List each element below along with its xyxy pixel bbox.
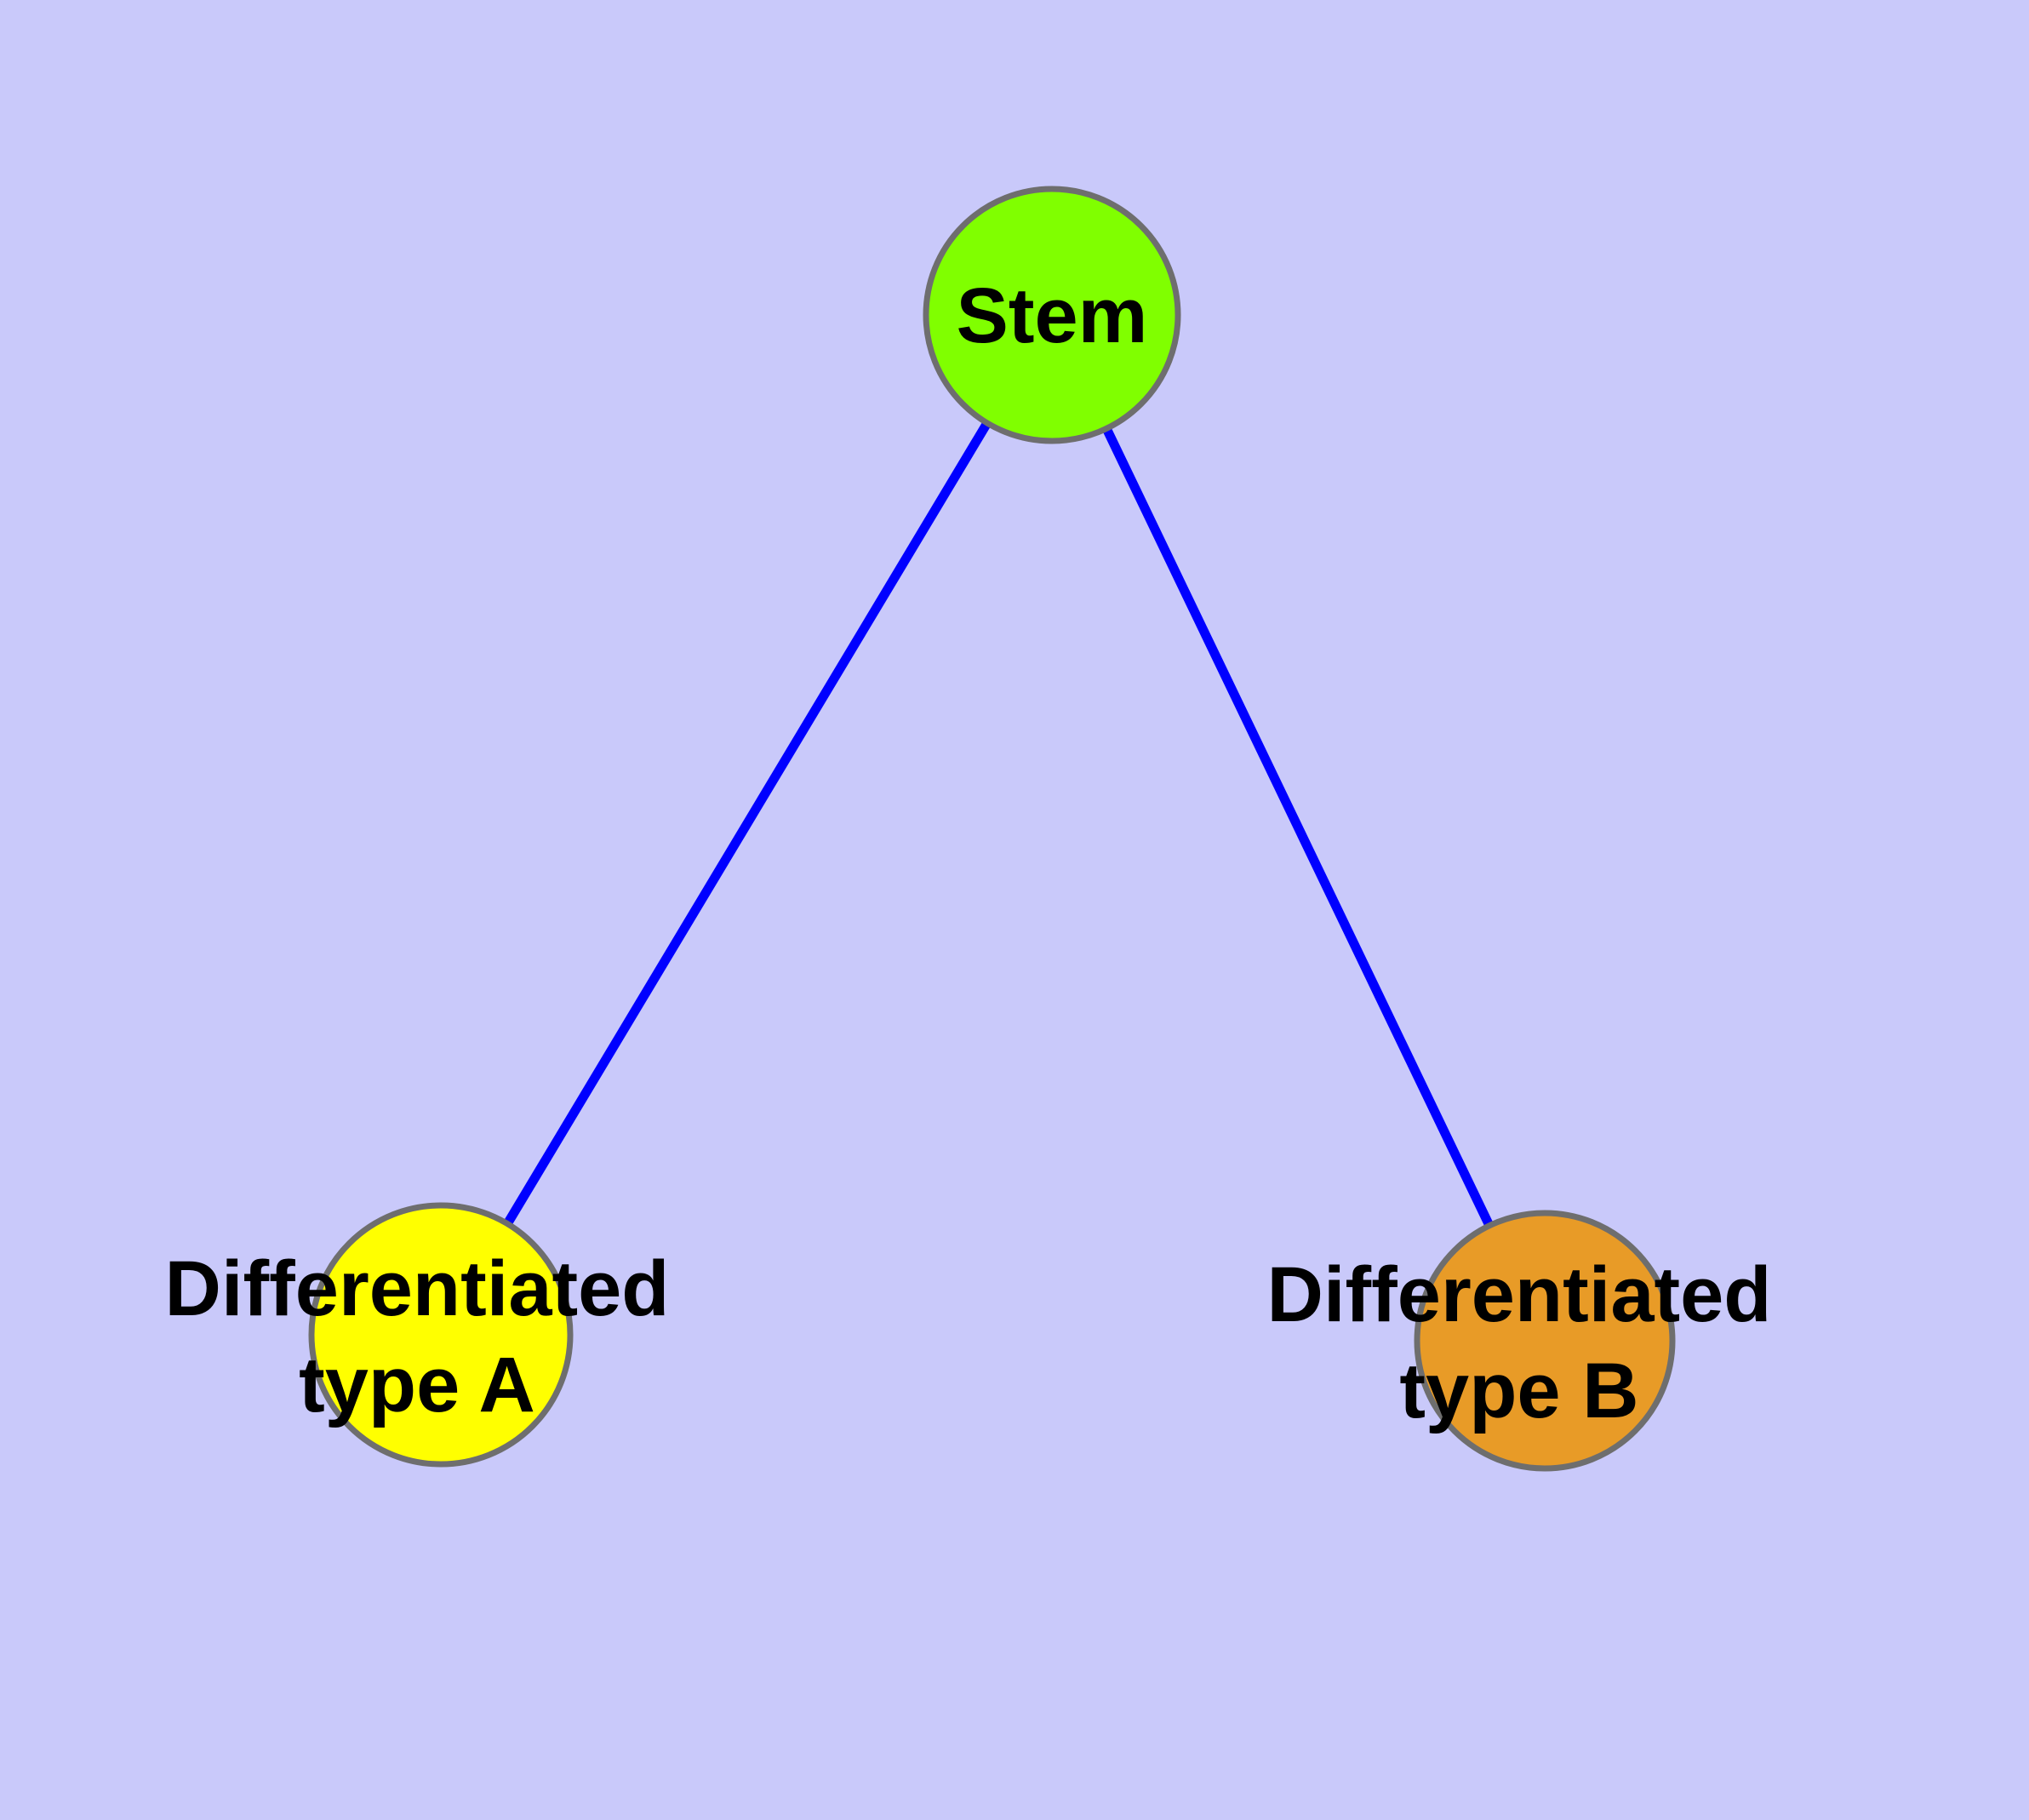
- edge-layer: [437, 312, 1549, 1343]
- node-layer: [308, 186, 1676, 1472]
- diff-b-node-label-line-2: type B: [1399, 1348, 1638, 1434]
- edge-stem-to-diff-a[interactable]: [437, 312, 1056, 1337]
- stem-node-circle[interactable]: [923, 186, 1181, 444]
- label-layer: Stem Differentiated type A Differentiate…: [165, 272, 1772, 1434]
- edge-stem-to-diff-b[interactable]: [1048, 312, 1549, 1343]
- diff-b-node-circle[interactable]: [1414, 1210, 1676, 1472]
- node-diff-b[interactable]: [1414, 1210, 1676, 1472]
- diff-b-node-label-line-1: Differentiated: [1267, 1251, 1772, 1338]
- node-diff-a[interactable]: [308, 1202, 574, 1468]
- diff-a-node-circle[interactable]: [308, 1202, 574, 1468]
- diff-a-node-label-line-1: Differentiated: [165, 1245, 670, 1332]
- diff-a-node-label-line-2: type A: [299, 1342, 535, 1428]
- node-stem[interactable]: [923, 186, 1181, 444]
- stem-node-label-line-1: Stem: [957, 272, 1148, 359]
